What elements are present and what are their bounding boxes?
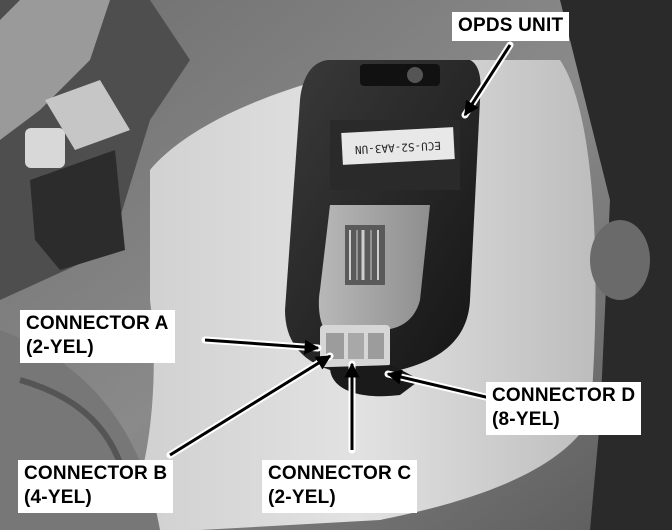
connector-b-spec: (4-YEL) <box>24 487 92 508</box>
right-bolt <box>590 220 650 300</box>
housing-screw <box>407 67 423 83</box>
connector-d-label: CONNECTOR D (8-YEL) <box>486 382 642 435</box>
connector-c-plug <box>368 333 384 359</box>
connector-c-spec: (2-YEL) <box>268 487 336 508</box>
connector-a-spec: (2-YEL) <box>26 337 94 358</box>
connector-a-plug <box>326 333 344 359</box>
connector-c-label: CONNECTOR C (2-YEL) <box>262 460 418 513</box>
part-sticker <box>341 127 455 165</box>
connector-a-label: CONNECTOR A (2-YEL) <box>20 310 175 363</box>
buckle-release <box>25 128 65 168</box>
opds-unit-label: OPDS UNIT <box>452 12 570 41</box>
connector-b-plug <box>348 333 364 359</box>
seat-belt-buckle <box>30 150 125 270</box>
left-light-panel <box>0 0 110 140</box>
connector-b-label: CONNECTOR B (4-YEL) <box>18 460 174 513</box>
part-sticker-text: ECU-S2-AA3-UN <box>355 139 442 156</box>
connector-d-name: CONNECTOR D <box>492 385 636 406</box>
buckle-tab <box>45 80 130 150</box>
opds-unit-label-text: OPDS UNIT <box>458 15 564 36</box>
connector-b-name: CONNECTOR B <box>24 463 168 484</box>
connector-a-name: CONNECTOR A <box>26 313 169 334</box>
housing-top-clip <box>360 64 440 86</box>
connector-d-spec: (8-YEL) <box>492 409 560 430</box>
connector-c-name: CONNECTOR C <box>268 463 412 484</box>
